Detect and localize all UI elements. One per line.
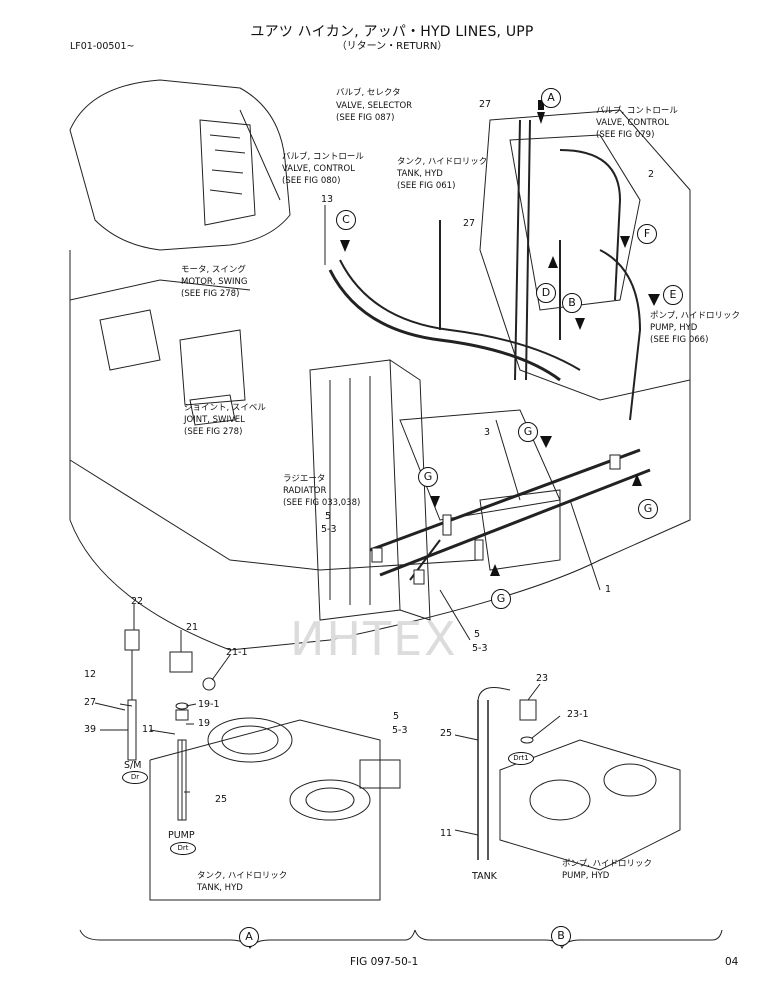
- callout-tank-a-jp: タンク, ハイドロリック: [197, 871, 288, 881]
- serial-range: LF01-00501~: [70, 41, 135, 52]
- part-5-detail: 5: [393, 711, 400, 722]
- detail-a-tank: [149, 719, 381, 901]
- part-3: 3: [484, 427, 491, 438]
- callout-tank-a-en: TANK, HYD: [197, 883, 243, 893]
- upper-frame: [69, 250, 691, 651]
- part-13: 13: [321, 194, 334, 205]
- part-5-3-lower: 5-3: [472, 643, 488, 654]
- callout-radiator-ref: (SEE FIG 033,038): [283, 498, 361, 508]
- label-sm: S/M: [124, 760, 142, 771]
- callout-pump-066-ref: (SEE FIG 066): [650, 335, 709, 345]
- callout-valve-selector-jp: バルブ, セレクタ: [336, 88, 401, 98]
- part-5-3-detail: 5-3: [392, 725, 408, 736]
- circle-f: F: [637, 224, 657, 244]
- part-19: 19: [198, 718, 211, 729]
- part-25-b: 25: [440, 728, 453, 739]
- callout-radiator-en: RADIATOR: [283, 486, 327, 496]
- page-subtitle: （リターン・RETURN）: [336, 41, 448, 52]
- callout-motor-swing-jp: モータ, スイング: [181, 265, 246, 275]
- circle-b-bottom: B: [551, 926, 571, 946]
- callout-pump-b-jp: ポンプ, ハイドロリック: [562, 859, 652, 869]
- label-drt: Drt: [170, 842, 196, 855]
- circle-d: D: [536, 283, 556, 303]
- page-number: 04: [725, 956, 739, 968]
- bracket-a: [79, 929, 416, 949]
- part-5-upper: 5: [325, 511, 332, 522]
- part-27-top: 27: [479, 99, 492, 110]
- label-tank: TANK: [472, 871, 497, 882]
- page-title: ユアツ ハイカン, アッパ・HYD LINES, UPP: [250, 24, 534, 40]
- label-dr: Dr: [122, 771, 148, 784]
- part-19-1: 19-1: [198, 699, 220, 710]
- callout-pump-066-en: PUMP, HYD: [650, 323, 698, 333]
- part-39: 39: [84, 724, 97, 735]
- callout-valve-control-080-en: VALVE, CONTROL: [282, 164, 355, 174]
- label-drt1: Drt1: [508, 752, 534, 765]
- cab-outline: [69, 79, 291, 251]
- callout-valve-control-079-ref: (SEE FIG 079): [596, 130, 655, 140]
- callout-pump-b-en: PUMP, HYD: [562, 871, 610, 881]
- callout-valve-control-080-jp: バルブ, コントロール: [282, 152, 364, 162]
- callout-joint-swivel-ref: (SEE FIG 278): [184, 427, 243, 437]
- circle-c: C: [336, 210, 356, 230]
- part-5-3-upper: 5-3: [321, 524, 337, 535]
- part-11-a: 11: [142, 724, 155, 735]
- part-27-detail: 27: [84, 697, 97, 708]
- circle-a-bottom: A: [239, 927, 259, 947]
- bracket-b: [414, 929, 723, 950]
- callout-valve-control-079-en: VALVE, CONTROL: [596, 118, 669, 128]
- callout-valve-control-080-ref: (SEE FIG 080): [282, 176, 341, 186]
- label-pump: PUMP: [168, 830, 195, 841]
- circle-g-1: G: [518, 422, 538, 442]
- part-21: 21: [186, 622, 199, 633]
- callout-motor-swing-ref: (SEE FIG 278): [181, 289, 240, 299]
- part-2: 2: [648, 169, 655, 180]
- circle-b-top: B: [562, 293, 582, 313]
- figure-number: FIG 097-50-1: [350, 956, 419, 968]
- engine-area: [479, 109, 691, 401]
- callout-tank-061-jp: タンク, ハイドロリック: [397, 157, 488, 167]
- watermark: ИНТЕХ: [290, 612, 458, 666]
- circle-e: E: [663, 285, 683, 305]
- callout-valve-control-079-jp: バルブ, コントロール: [596, 106, 678, 116]
- part-25-a: 25: [215, 794, 228, 805]
- part-27-mid: 27: [463, 218, 476, 229]
- circle-g-3: G: [638, 499, 658, 519]
- circle-g-2: G: [418, 467, 438, 487]
- arrow-a: [537, 100, 545, 124]
- part-1: 1: [605, 584, 612, 595]
- callout-valve-selector-ref: (SEE FIG 087): [336, 113, 395, 123]
- part-23: 23: [536, 673, 549, 684]
- callout-tank-061-en: TANK, HYD: [397, 169, 443, 179]
- callout-radiator-jp: ラジエータ: [283, 474, 326, 484]
- circle-g-4: G: [491, 589, 511, 609]
- callout-motor-swing-en: MOTOR, SWING: [181, 277, 248, 287]
- part-23-1: 23-1: [567, 709, 589, 720]
- part-22: 22: [131, 596, 144, 607]
- callout-joint-swivel-en: JOINT, SWIVEL: [184, 415, 245, 425]
- circle-a-top: A: [541, 88, 561, 108]
- detail-b-pump: [499, 739, 681, 871]
- callout-tank-061-ref: (SEE FIG 061): [397, 181, 456, 191]
- part-12: 12: [84, 669, 97, 680]
- part-21-1: 21-1: [226, 647, 248, 658]
- part-5-lower: 5: [474, 629, 481, 640]
- callout-joint-swivel-jp: ジョイント, スイベル: [184, 403, 266, 413]
- part-11-b: 11: [440, 828, 453, 839]
- callout-valve-selector-en: VALVE, SELECTOR: [336, 101, 413, 111]
- callout-pump-066-jp: ポンプ, ハイドロリック: [650, 311, 740, 321]
